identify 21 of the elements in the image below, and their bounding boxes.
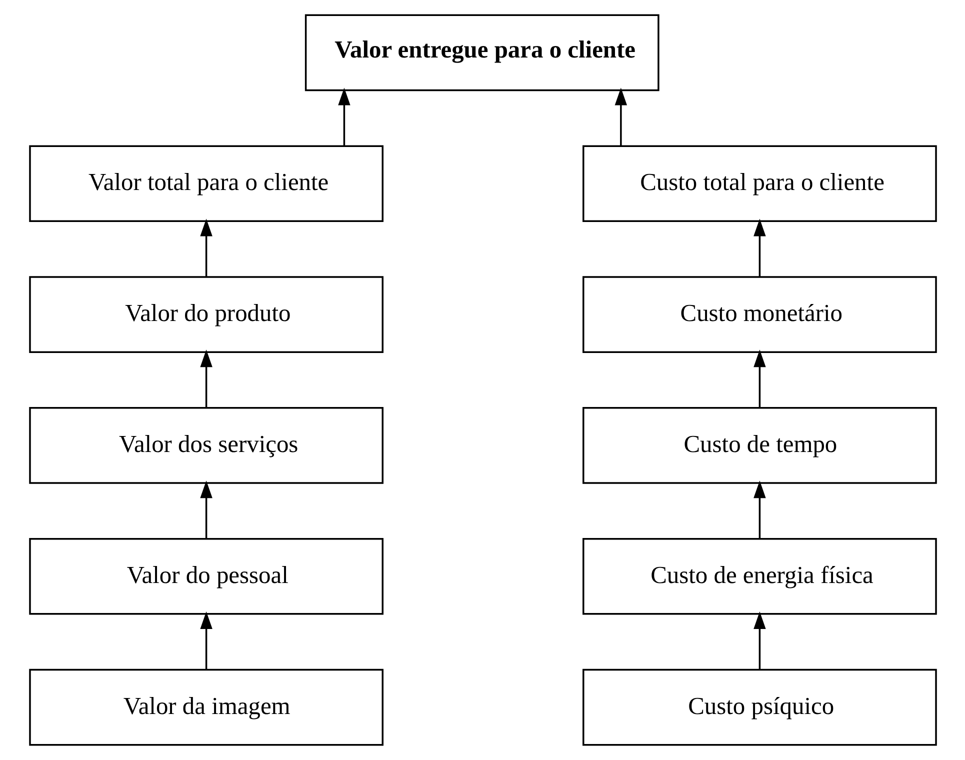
node-box: Custo psíquico <box>582 668 936 746</box>
node-box: Custo monetário <box>582 276 936 353</box>
arrow <box>753 218 766 277</box>
arrow <box>338 88 350 146</box>
arrow <box>614 88 627 146</box>
node-box: Valor da imagem <box>28 668 383 746</box>
node-box: Valor dos serviços <box>28 407 383 484</box>
node-box: Valor do produto <box>28 276 383 353</box>
node-box: Valor do pessoal <box>28 538 383 615</box>
node-box: Custo de tempo <box>582 407 936 484</box>
node-box: Custo total para o cliente <box>582 145 936 222</box>
arrow <box>200 350 212 408</box>
arrow <box>753 480 766 539</box>
node-box: Valor total para o cliente <box>28 145 383 222</box>
node-box: Custo de energia física <box>582 538 936 615</box>
arrow <box>200 218 212 277</box>
node-box: Valor entregue para o cliente <box>304 14 659 92</box>
arrow <box>200 480 212 539</box>
arrow <box>200 612 212 670</box>
arrow <box>753 350 766 408</box>
arrow <box>753 612 766 670</box>
